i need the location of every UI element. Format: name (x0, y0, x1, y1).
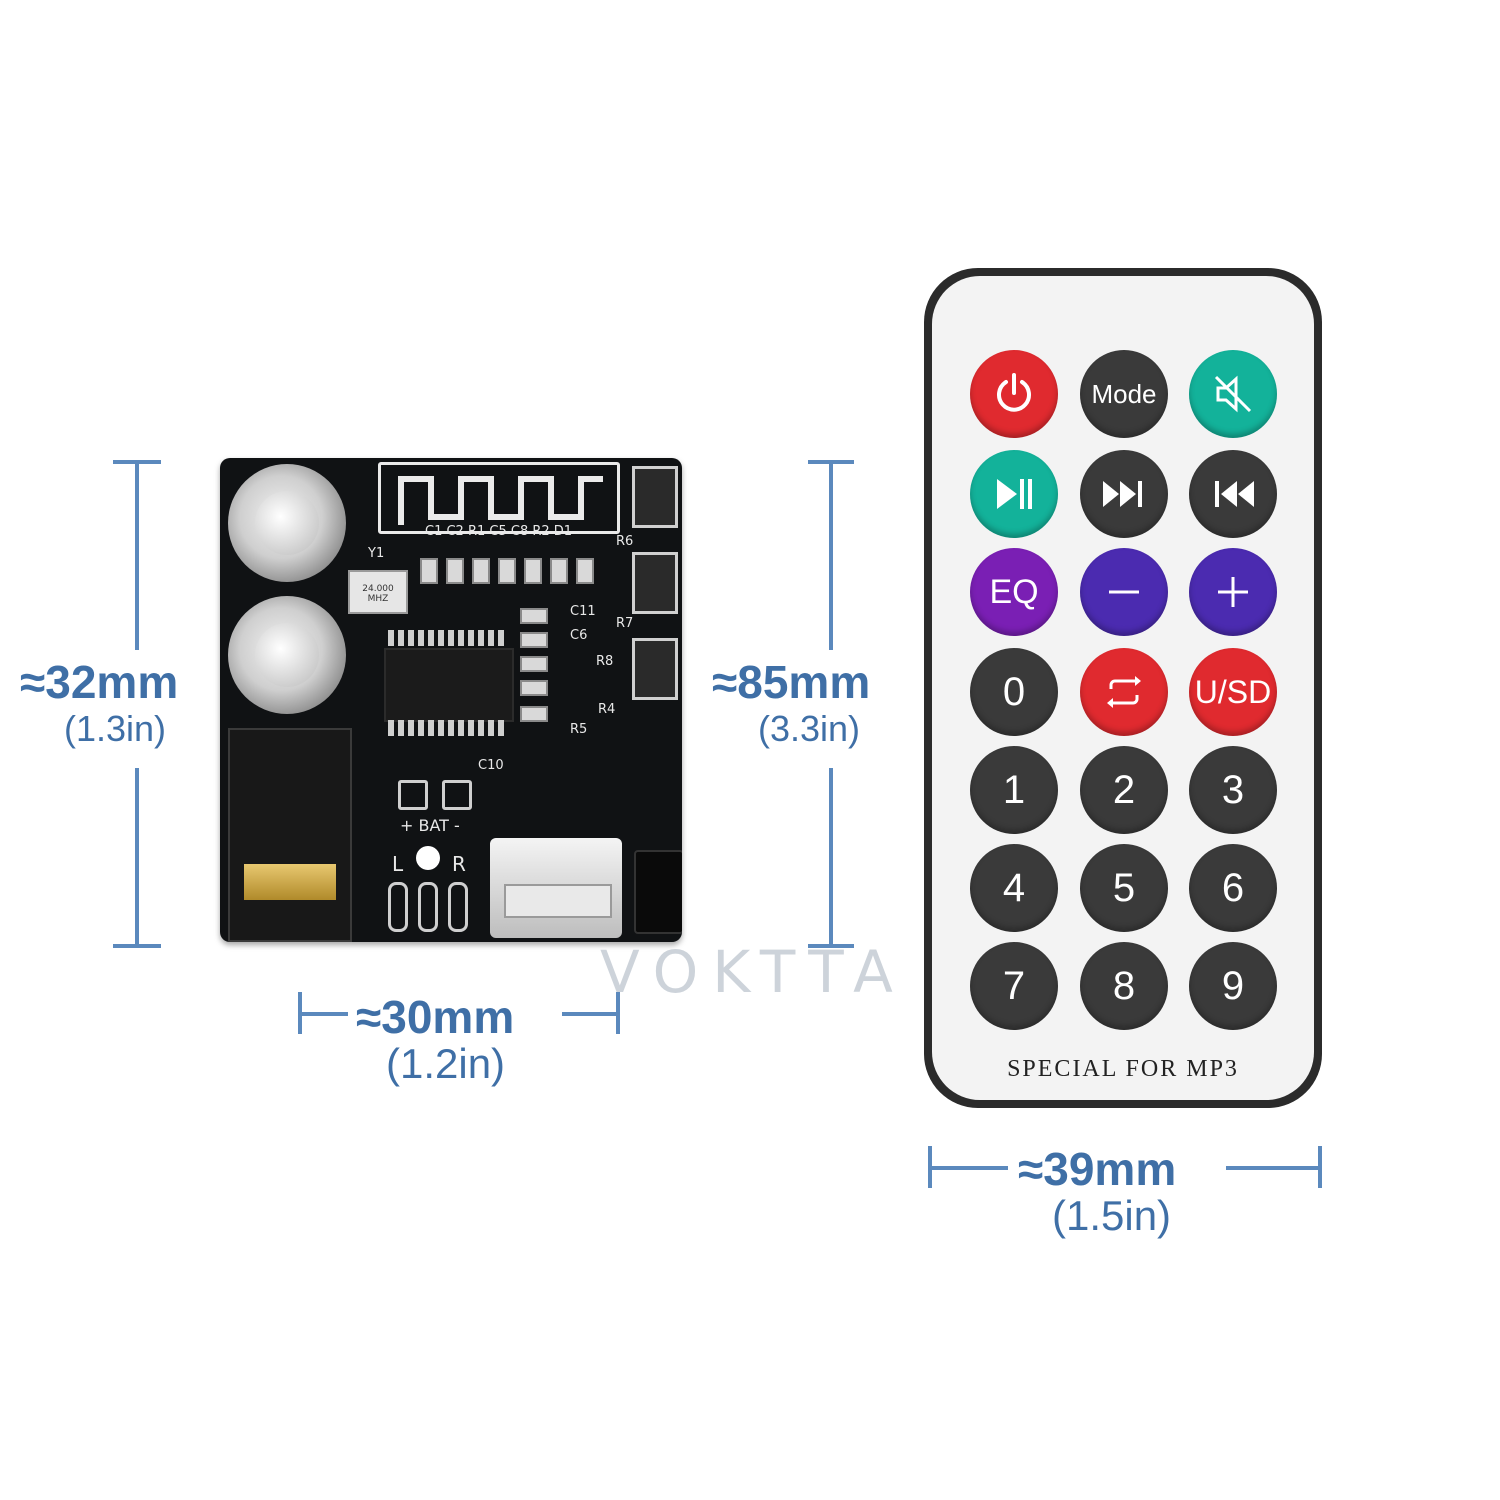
board-height-cap-top (113, 460, 161, 464)
board-height-line-bottom (135, 768, 139, 948)
silk-r6: R6 (616, 534, 634, 549)
remote-width-cap-right (1318, 1146, 1322, 1188)
audio-jack (228, 728, 352, 942)
mode-button[interactable]: Mode (1080, 350, 1168, 438)
remote-width-inches: (1.5in) (1052, 1192, 1172, 1239)
remote-width-label: ≈39mm (1018, 1143, 1177, 1195)
smd-part (498, 558, 516, 584)
silk-c6: C6 (570, 628, 588, 643)
smd-part (520, 706, 548, 722)
number-2-button[interactable]: 2 (1080, 746, 1168, 834)
next-track-button[interactable] (1080, 450, 1168, 538)
lr-pad (418, 882, 438, 932)
previous-track-icon (1215, 481, 1254, 507)
capacitor-top (228, 464, 346, 582)
previous-track-button[interactable] (1189, 450, 1277, 538)
remote-width-line-right (1226, 1166, 1322, 1170)
ir-remote-control: Mode EQ 0 U/SD 1 2 3 4 (924, 268, 1322, 1108)
smd-part (550, 558, 568, 584)
bat-pad-minus (442, 780, 472, 810)
remote-width-line-left (930, 1166, 1008, 1170)
silk-c10: C10 (478, 758, 504, 773)
bat-pad-plus (398, 780, 428, 810)
remote-height-line-bottom (829, 768, 833, 948)
smd-part (520, 608, 548, 624)
silk-bat: + BAT - (400, 816, 460, 835)
number-1-button[interactable]: 1 (970, 746, 1058, 834)
remote-height-inches: (3.3in) (758, 708, 861, 749)
smd-part (524, 558, 542, 584)
plus-icon (1218, 577, 1248, 607)
next-track-icon (1103, 481, 1142, 507)
silk-y1: Y1 (368, 546, 385, 561)
ir-receiver (634, 850, 682, 934)
smd-part (420, 558, 438, 584)
bluetooth-audio-board: C1 C2 R1 C5 C8 R2 D1 Y1 24.000 MHZ C11 C… (220, 458, 682, 942)
silk-r4: R4 (598, 702, 616, 717)
smd-part (520, 656, 548, 672)
play-pause-icon (997, 479, 1032, 509)
chip-pins-top (388, 630, 508, 646)
crystal-oscillator: 24.000 MHZ (348, 570, 408, 614)
capacitor-bottom (228, 596, 346, 714)
remote-caption: SPECIAL FOR MP3 (1007, 1056, 1239, 1082)
mute-icon (1214, 375, 1252, 413)
chip-pins-bottom (388, 720, 508, 736)
silk-r: R (452, 852, 466, 876)
silk-r5: R5 (570, 722, 588, 737)
lr-pad (448, 882, 468, 932)
volume-down-button[interactable] (1080, 548, 1168, 636)
silk-l: L (392, 852, 404, 876)
board-height-line-top (135, 460, 139, 650)
watermark-brand: VOKTTA (600, 938, 907, 1006)
smd-part (520, 680, 548, 696)
tactile-switch (632, 466, 678, 528)
silk-c11: C11 (570, 604, 596, 619)
silk-components: C1 C2 R1 C5 C8 R2 D1 (425, 524, 573, 539)
lr-pad (388, 882, 408, 932)
board-width-cap-right (616, 992, 620, 1034)
smd-part (576, 558, 594, 584)
board-height-label: ≈32mm (20, 656, 179, 708)
main-chip (384, 648, 514, 722)
number-6-button[interactable]: 6 (1189, 844, 1277, 932)
board-width-line-left (300, 1012, 348, 1016)
number-5-button[interactable]: 5 (1080, 844, 1168, 932)
board-height-cap-bottom (113, 944, 161, 948)
repeat-button[interactable] (1080, 648, 1168, 736)
number-3-button[interactable]: 3 (1189, 746, 1277, 834)
number-7-button[interactable]: 7 (970, 942, 1058, 1030)
board-width-line-right (562, 1012, 620, 1016)
number-0-button[interactable]: 0 (970, 648, 1058, 736)
remote-height-label: ≈85mm (712, 656, 871, 708)
tactile-switch (632, 552, 678, 614)
tactile-switch (632, 638, 678, 700)
micro-usb-port (490, 838, 622, 938)
usb-sd-button[interactable]: U/SD (1189, 648, 1277, 736)
pcb-antenna (378, 462, 620, 534)
power-button[interactable] (970, 350, 1058, 438)
mute-button[interactable] (1189, 350, 1277, 438)
minus-icon (1109, 590, 1139, 594)
smd-part (472, 558, 490, 584)
repeat-icon (1107, 676, 1141, 708)
board-width-label: ≈30mm (356, 991, 515, 1043)
number-9-button[interactable]: 9 (1189, 942, 1277, 1030)
power-icon (997, 373, 1031, 412)
remote-height-cap-bottom (808, 944, 854, 948)
play-pause-button[interactable] (970, 450, 1058, 538)
number-8-button[interactable]: 8 (1080, 942, 1168, 1030)
board-height-inches: (1.3in) (64, 708, 167, 749)
silk-r8: R8 (596, 654, 614, 669)
mount-hole (416, 846, 440, 870)
smd-part (446, 558, 464, 584)
remote-height-line-top (829, 460, 833, 650)
smd-part (520, 632, 548, 648)
board-width-inches: (1.2in) (386, 1040, 506, 1087)
number-4-button[interactable]: 4 (970, 844, 1058, 932)
volume-up-button[interactable] (1189, 548, 1277, 636)
silk-r7: R7 (616, 616, 634, 631)
eq-button[interactable]: EQ (970, 548, 1058, 636)
